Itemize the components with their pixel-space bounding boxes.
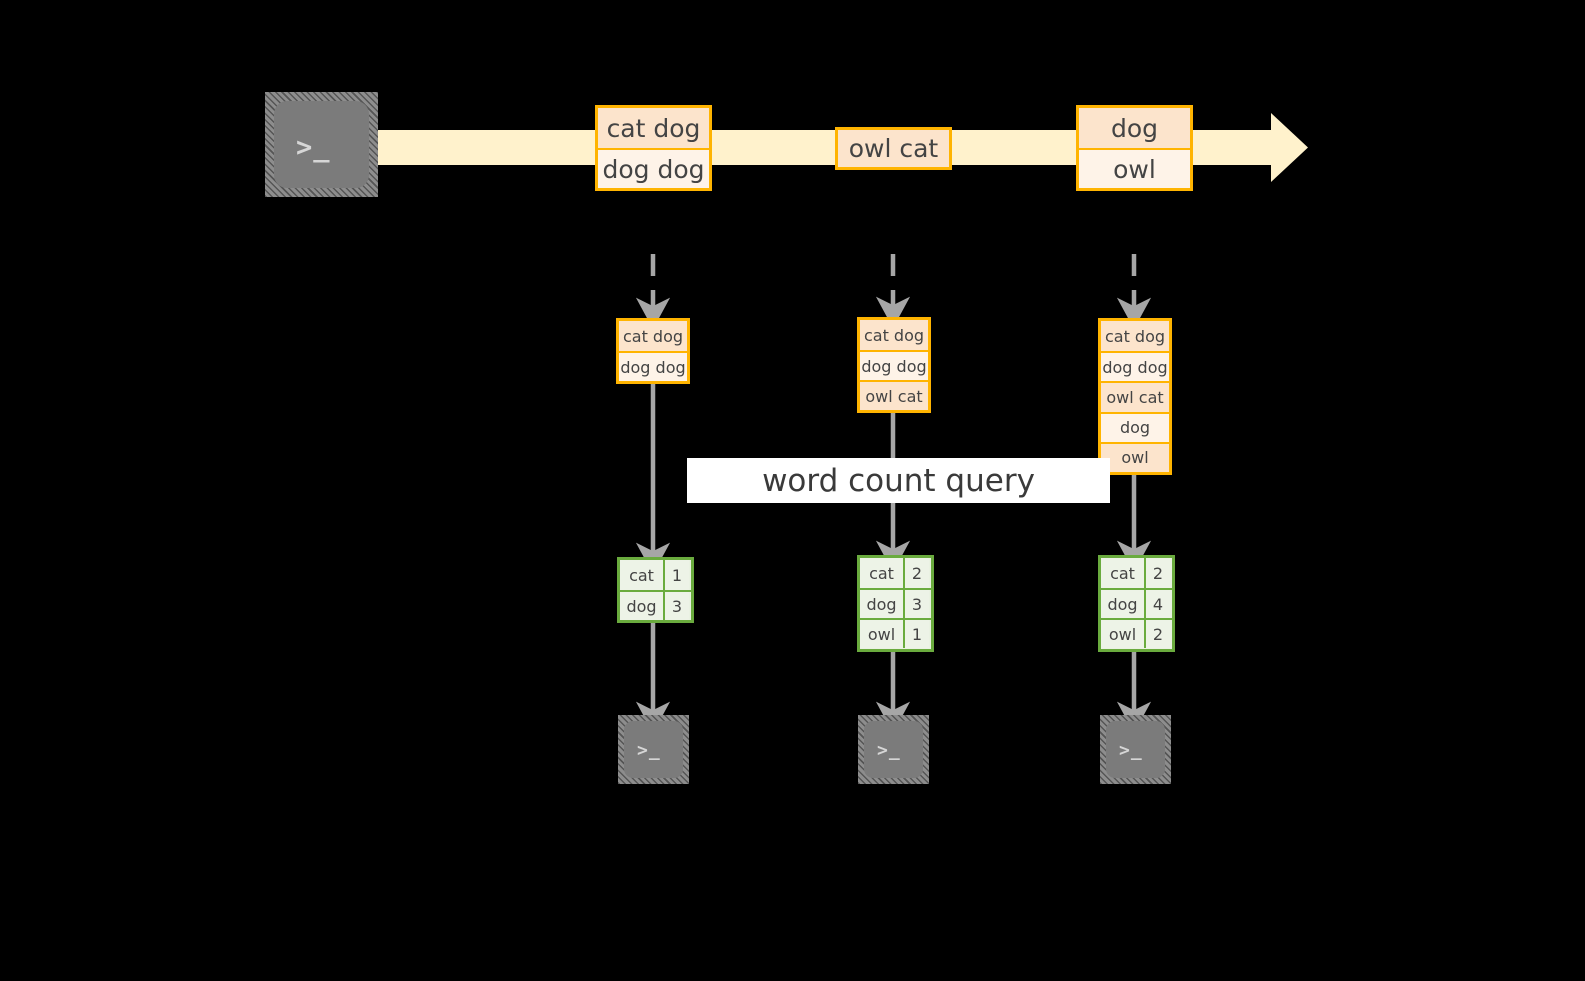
terminal-body: >_ (274, 101, 369, 188)
stream-record-3[interactable]: dog owl (1076, 105, 1193, 191)
buffer-snapshot-1[interactable]: cat dog dog dog (616, 318, 690, 384)
buffer-snapshot-2[interactable]: cat dog dog dog owl cat (857, 317, 931, 413)
table-row: cat 1 (620, 560, 691, 590)
result-count: 3 (663, 592, 689, 620)
terminal-prompt-glyph: >_ (877, 740, 901, 761)
buffer-line: owl (1101, 441, 1169, 472)
buffer-line: dog dog (860, 350, 928, 380)
result-count: 1 (903, 620, 929, 648)
terminal-prompt-glyph: >_ (296, 132, 331, 163)
buffer-line: dog dog (1101, 351, 1169, 382)
result-word: dog (620, 592, 663, 620)
record-line: owl cat (838, 130, 949, 167)
table-row: dog 3 (860, 588, 931, 618)
result-count: 4 (1144, 590, 1170, 618)
buffer-line: cat dog (1101, 321, 1169, 352)
result-to-sink-connectors (635, 621, 1152, 734)
buffer-line: owl cat (1101, 381, 1169, 412)
stream-tap-connectors (635, 254, 1152, 330)
result-count: 1 (663, 560, 689, 590)
result-table-1[interactable]: cat 1 dog 3 (617, 557, 694, 623)
terminal-prompt-glyph: >_ (1119, 740, 1143, 761)
record-line: cat dog (598, 108, 709, 148)
table-row: dog 3 (620, 590, 691, 620)
terminal-icon-sink-2[interactable]: >_ (858, 715, 929, 784)
result-word: cat (860, 558, 903, 588)
result-word: cat (1101, 558, 1144, 588)
buffer-line: owl cat (860, 380, 928, 410)
record-line: owl (1079, 148, 1190, 188)
table-row: owl 1 (860, 618, 931, 648)
result-word: owl (860, 620, 903, 648)
record-line: dog (1079, 108, 1190, 148)
record-line: dog dog (598, 148, 709, 188)
terminal-icon-source[interactable]: >_ (265, 92, 378, 197)
result-word: cat (620, 560, 663, 590)
buffer-line: dog dog (619, 351, 687, 381)
result-table-2[interactable]: cat 2 dog 3 owl 1 (857, 555, 934, 652)
terminal-prompt-glyph: >_ (637, 740, 661, 761)
buffer-snapshot-3[interactable]: cat dog dog dog owl cat dog owl (1098, 318, 1172, 475)
result-table-3[interactable]: cat 2 dog 4 owl 2 (1098, 555, 1175, 652)
terminal-icon-sink-1[interactable]: >_ (618, 715, 689, 784)
table-row: cat 2 (860, 558, 931, 588)
result-word: dog (860, 590, 903, 618)
terminal-body: >_ (864, 721, 923, 778)
stream-record-1[interactable]: cat dog dog dog (595, 105, 712, 191)
result-word: owl (1101, 620, 1144, 648)
buffer-line: cat dog (860, 320, 928, 350)
terminal-icon-sink-3[interactable]: >_ (1100, 715, 1171, 784)
result-count: 2 (903, 558, 929, 588)
result-word: dog (1101, 590, 1144, 618)
stream-record-2[interactable]: owl cat (835, 127, 952, 170)
terminal-body: >_ (624, 721, 683, 778)
table-row: owl 2 (1101, 618, 1172, 648)
table-row: cat 2 (1101, 558, 1172, 588)
buffer-line: dog (1101, 411, 1169, 442)
result-count: 2 (1144, 558, 1170, 588)
result-count: 3 (903, 590, 929, 618)
buffer-line: cat dog (619, 321, 687, 351)
terminal-body: >_ (1106, 721, 1165, 778)
result-count: 2 (1144, 620, 1170, 648)
query-label: word count query (687, 458, 1110, 503)
table-row: dog 4 (1101, 588, 1172, 618)
